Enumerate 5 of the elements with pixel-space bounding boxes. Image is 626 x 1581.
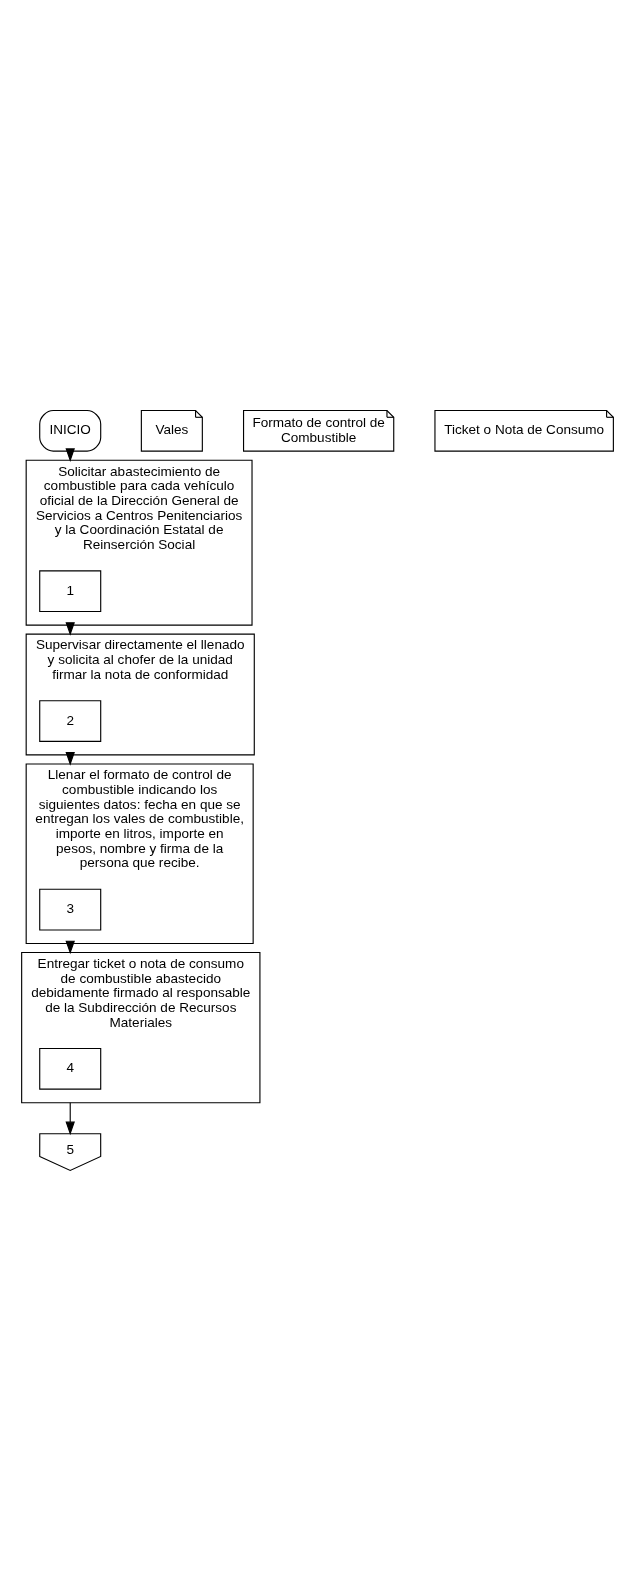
node-box: 3 bbox=[39, 888, 102, 931]
node-box: 1 bbox=[39, 570, 102, 613]
node-box: 2 bbox=[39, 700, 102, 742]
node-box: 4 bbox=[39, 1047, 102, 1090]
arrow bbox=[65, 1102, 75, 1136]
